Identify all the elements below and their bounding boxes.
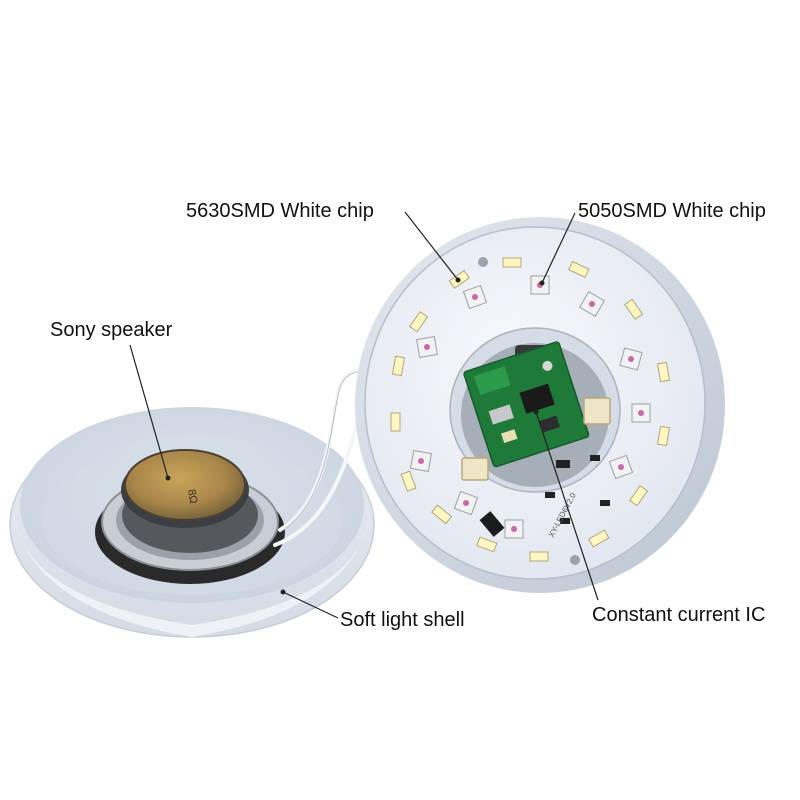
callout-5630smd-chip: 5630SMD White chip [186, 200, 374, 222]
leader-lines [129, 211, 599, 619]
led-5630 [431, 504, 453, 525]
leader-shell [282, 591, 339, 619]
amp-chip [519, 383, 555, 414]
screw-hole [478, 257, 488, 267]
callout-sony-speaker: Sony speaker [50, 319, 173, 341]
callout-5050smd-chip: 5050SMD White chip [578, 200, 766, 222]
led-5630 [588, 529, 610, 548]
leader-speaker [129, 344, 169, 479]
leader-5050 [541, 212, 576, 284]
smd-component [501, 429, 518, 444]
smd-component [539, 415, 560, 433]
leader-dots [165, 277, 545, 595]
power-connector [583, 397, 611, 425]
led-5630 [502, 257, 522, 268]
led-5630 [529, 551, 549, 562]
leader-5630 [404, 211, 459, 281]
callout-constant-current-ic: Constant current IC [592, 604, 766, 626]
led-5630 [391, 355, 406, 377]
antenna-trace [474, 366, 511, 396]
screw-hole [570, 555, 580, 565]
sony-speaker: 8Ω [95, 449, 285, 584]
led-5630 [656, 425, 671, 447]
speaker-connector [461, 457, 489, 481]
led-5630 [624, 298, 644, 320]
callout-soft-light-shell: Soft light shell [340, 609, 465, 631]
leader-ic [535, 411, 599, 601]
speaker-marking: 8Ω [185, 488, 199, 504]
crystal [488, 404, 514, 425]
led-5630 [656, 361, 671, 383]
led-ring-5630 [390, 257, 671, 562]
control-pcb [463, 341, 590, 468]
led-5630 [390, 412, 401, 432]
led-5630 [476, 536, 498, 553]
led-5630 [409, 311, 429, 333]
led-5630 [400, 470, 417, 492]
led-5630 [629, 485, 649, 507]
led-5630 [568, 260, 590, 278]
pcb-pad [542, 360, 553, 371]
